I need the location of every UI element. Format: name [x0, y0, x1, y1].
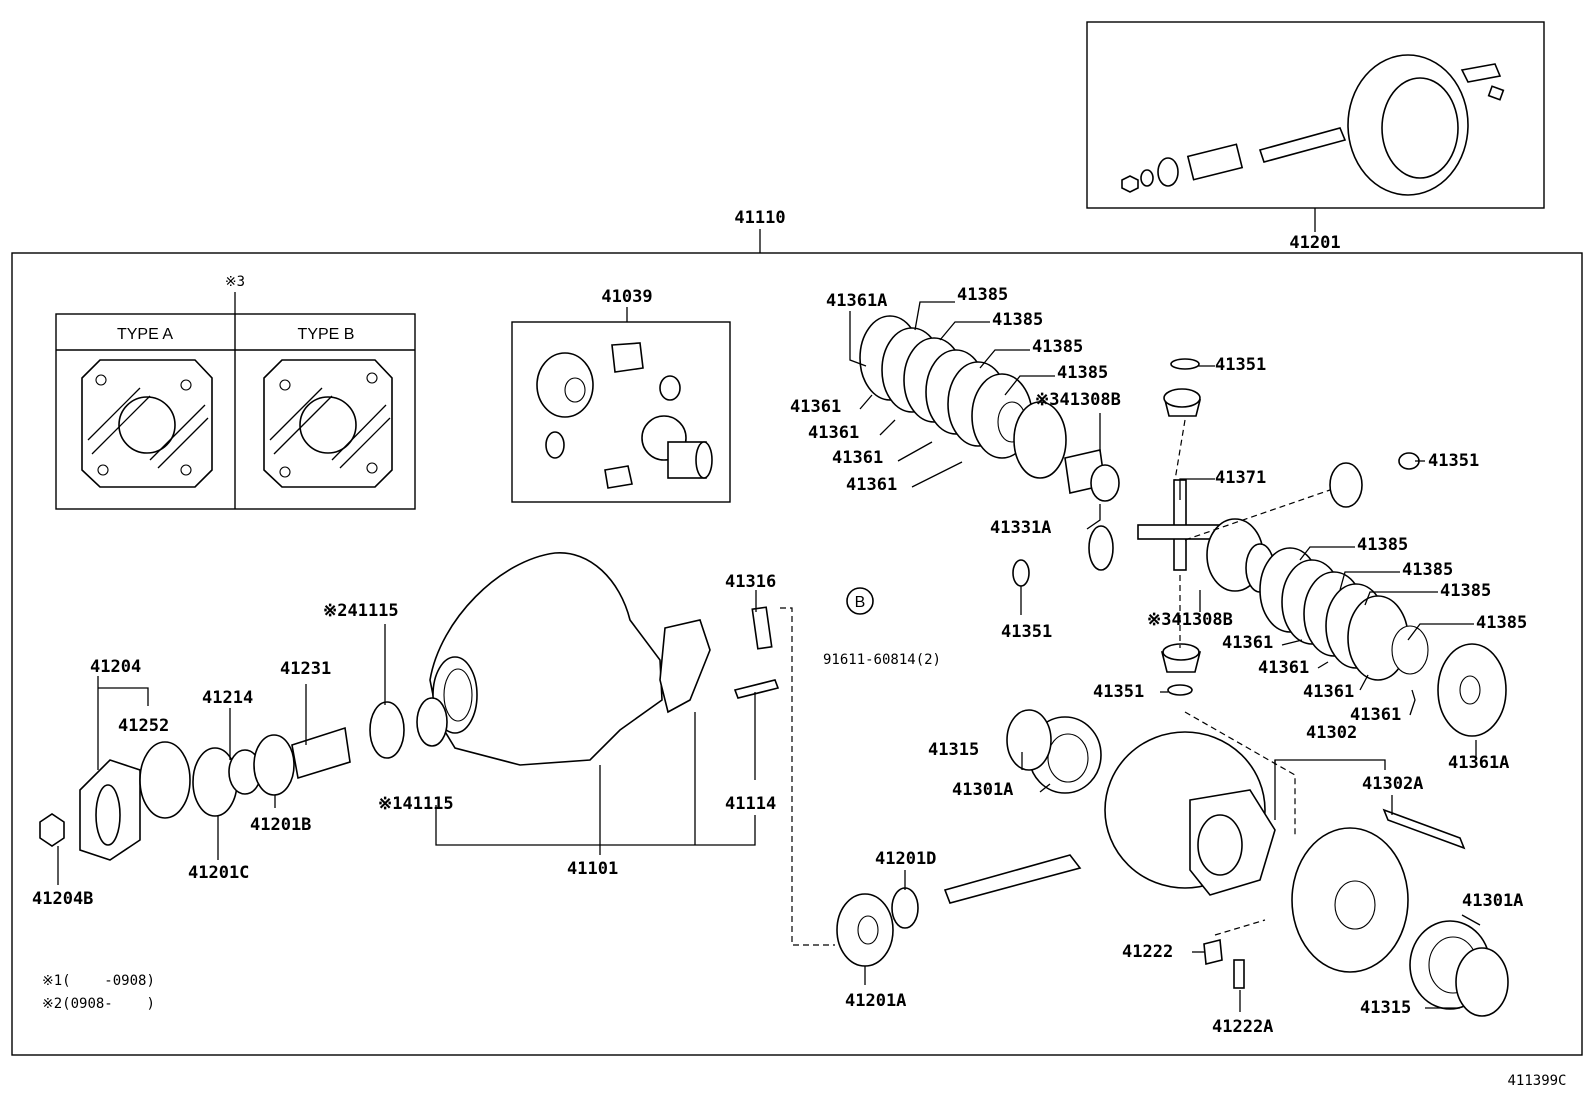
label-41201C: 41201C: [188, 863, 249, 883]
note-2: ※2(0908- ): [42, 996, 155, 1012]
ring-gear-pinion-inset: [1121, 54, 1505, 196]
label-41201B: 41201B: [250, 815, 311, 835]
label-41361: 41361: [832, 448, 883, 468]
label-41351: 41351: [1428, 451, 1479, 471]
label-41371: 41371: [1215, 468, 1266, 488]
label-41361: 41361: [1222, 633, 1273, 653]
label-41302A: 41302A: [1362, 774, 1423, 794]
label-41361: 41361: [808, 423, 859, 443]
part-labels: 41361A 41385 41385 41385 41385 41361 413…: [32, 285, 1527, 1037]
label-41351: 41351: [1215, 355, 1266, 375]
gasket-type-table: ※3 TYPE A TYPE B: [55, 274, 416, 510]
label-41204B: 41204B: [32, 889, 93, 909]
label-41331A: 41331A: [990, 518, 1051, 538]
type-b-label: TYPE B: [298, 326, 355, 343]
label-41101: 41101: [567, 859, 618, 879]
clutch-plate-stack-right: [1206, 518, 1507, 737]
ring-gear-diff-case: [836, 709, 1509, 1017]
label-41361: 41361: [790, 397, 841, 417]
kit-label: 41039: [601, 287, 652, 307]
clutch-plate-stack-left: [859, 315, 1120, 502]
pinion-cross-assembly: [1012, 358, 1420, 696]
label-41361: 41361: [1350, 705, 1401, 725]
leader-lines: [57, 301, 1481, 1012]
label-41316: 41316: [725, 572, 776, 592]
label-41361: 41361: [1303, 682, 1354, 702]
label-41214: 41214: [202, 688, 253, 708]
note-1: ※1( -0908): [42, 973, 155, 989]
label-41385: 41385: [992, 310, 1043, 330]
pinion-front-parts: [39, 726, 351, 861]
label-41385: 41385: [1032, 337, 1083, 357]
carrier-housing: [369, 552, 780, 766]
label-41114: 41114: [725, 794, 776, 814]
label-41252: 41252: [118, 716, 169, 736]
label-41302: 41302: [1306, 723, 1357, 743]
label-41222: 41222: [1122, 942, 1173, 962]
label-41385: 41385: [1057, 363, 1108, 383]
label-41201A: 41201A: [845, 991, 906, 1011]
inset-label: 41201: [1289, 233, 1340, 253]
label-41231: 41231: [280, 659, 331, 679]
label-41361: 41361: [1258, 658, 1309, 678]
label-41361: 41361: [846, 475, 897, 495]
bolt-ref-letter: B: [855, 594, 866, 611]
diagram-code: 411399C: [1507, 1073, 1566, 1089]
label-41385: 41385: [1357, 535, 1408, 555]
label-41385: 41385: [1476, 613, 1527, 633]
type-a-label: TYPE A: [117, 326, 173, 343]
label-41385: 41385: [957, 285, 1008, 305]
label-41222A: 41222A: [1212, 1017, 1273, 1037]
label-41385: 41385: [1440, 581, 1491, 601]
label-41308B: ※341308B: [1147, 610, 1233, 630]
label-41201D: 41201D: [875, 849, 936, 869]
label-41315: 41315: [1360, 998, 1411, 1018]
label-41361A: 41361A: [826, 291, 887, 311]
bolt-ref-text: 91611-60814(2): [823, 652, 941, 668]
label-41351: 41351: [1001, 622, 1052, 642]
label-41301A: 41301A: [952, 780, 1013, 800]
inset-frame: [1086, 21, 1545, 209]
label-41204: 41204: [90, 657, 141, 677]
label-41301A: 41301A: [1462, 891, 1523, 911]
gasket-mark: ※3: [225, 274, 245, 290]
assembly-frame: [11, 252, 1583, 1056]
bolt-reference: B 91611-60814(2): [823, 587, 941, 668]
label-41308B: ※341308B: [1035, 390, 1121, 410]
label-41315: 41315: [928, 740, 979, 760]
label-41385: 41385: [1402, 560, 1453, 580]
label-41361A: 41361A: [1448, 753, 1509, 773]
label-41115: ※241115: [323, 601, 399, 621]
kit-41039: 41039: [511, 287, 731, 503]
assembly-label: 41110: [734, 208, 785, 228]
label-41115: ※141115: [378, 794, 454, 814]
label-41351: 41351: [1093, 682, 1144, 702]
